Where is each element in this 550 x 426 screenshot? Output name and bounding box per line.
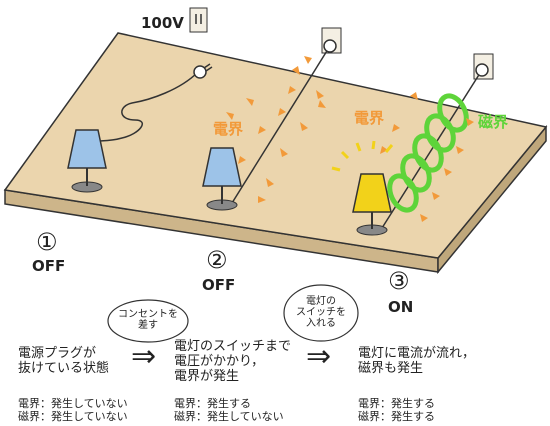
description-2-line3: 電界が発生 xyxy=(174,369,240,384)
action-2-line2: スイッチを xyxy=(296,307,346,318)
action-bubble-2 xyxy=(283,284,359,342)
light-rays xyxy=(331,140,394,172)
action-1-line1: コンセントを xyxy=(118,309,178,320)
action-text-1: コンセントを 差す xyxy=(116,309,180,331)
status-1: 電界：発生していない 磁界：発生していない xyxy=(18,397,128,423)
description-2-line1: 電灯のスイッチまで xyxy=(174,339,292,354)
action-2-line3: 入れる xyxy=(306,318,336,329)
lamp-1 xyxy=(67,129,107,193)
action-1-line2: 差す xyxy=(138,320,158,331)
cord-3 xyxy=(381,69,483,229)
electric-field-label-3: 電界 xyxy=(354,109,385,127)
electric-field-arrows-3 xyxy=(380,92,474,222)
status-2-electric: 電界：発生する xyxy=(174,397,251,410)
lamp-3 xyxy=(352,173,392,236)
scene-state-1: OFF xyxy=(32,257,66,275)
outlet-1 xyxy=(189,7,208,33)
description-3-line2: 磁界も発生 xyxy=(358,361,424,376)
scene-number-2: ② xyxy=(206,246,228,274)
scene-number-1: ① xyxy=(36,228,58,256)
description-3-line1: 電灯に電流が流れ， xyxy=(358,346,476,361)
status-1-electric: 電界：発生していない xyxy=(18,397,128,410)
cord-2 xyxy=(231,45,331,204)
description-1: 電源プラグが 抜けている状態 xyxy=(18,346,109,376)
plug-2 xyxy=(323,39,337,53)
description-2: 電灯のスイッチまで 電圧がかかり， 電界が発生 xyxy=(174,339,291,384)
action-text-2: 電灯の スイッチを 入れる xyxy=(292,296,350,329)
plug-3 xyxy=(475,63,489,77)
status-3-electric: 電界：発生する xyxy=(358,397,435,410)
scene-number-3: ③ xyxy=(388,267,410,295)
status-2-magnetic: 磁界：発生していない xyxy=(174,410,284,423)
description-2-line2: 電圧がかかり， xyxy=(174,354,265,369)
electric-field-label-2: 電界 xyxy=(213,120,244,138)
action-bubble-1 xyxy=(107,299,189,343)
status-3-magnetic: 磁界：発生する xyxy=(358,410,435,423)
status-3: 電界：発生する 磁界：発生する xyxy=(358,397,435,423)
flow-arrow-1: ⇒ xyxy=(131,339,157,374)
magnetic-field-rings xyxy=(387,93,469,213)
electric-field-arrows-2 xyxy=(226,56,326,203)
description-1-line1: 電源プラグが xyxy=(18,346,97,361)
description-1-line2: 抜けている状態 xyxy=(18,361,110,376)
scene-state-3: ON xyxy=(388,298,414,316)
description-3: 電灯に電流が流れ， 磁界も発生 xyxy=(358,346,475,376)
plug-1 xyxy=(193,63,213,79)
action-2-line1: 電灯の xyxy=(306,296,336,307)
board-top xyxy=(3,32,548,259)
status-2: 電界：発生する 磁界：発生していない xyxy=(174,397,284,423)
lamp-2 xyxy=(202,147,242,211)
magnetic-field-label-3: 磁界 xyxy=(478,113,509,131)
scene-state-2: OFF xyxy=(202,276,236,294)
voltage-label: 100V xyxy=(141,14,184,32)
flow-arrow-2: ⇒ xyxy=(306,339,332,374)
status-1-magnetic: 磁界：発生していない xyxy=(18,410,128,423)
cord-1 xyxy=(91,71,199,143)
